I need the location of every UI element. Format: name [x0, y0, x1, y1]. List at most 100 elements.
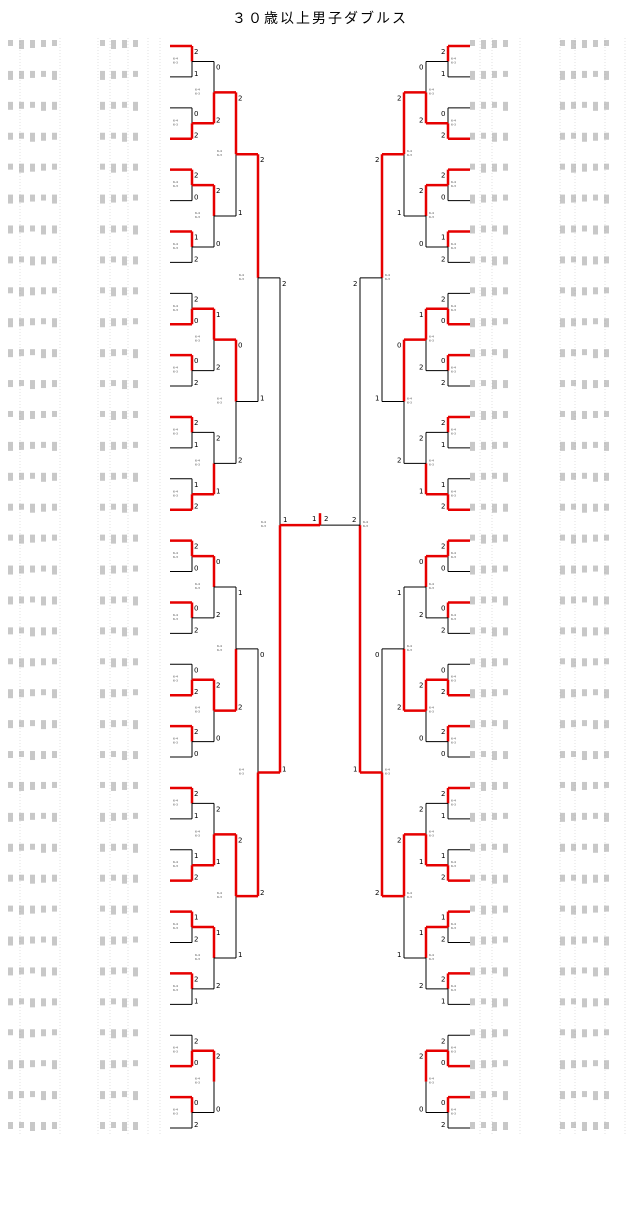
entry-name-mark [52, 256, 57, 264]
entry-name-mark [492, 689, 497, 697]
match-score: 2 [194, 48, 198, 56]
entry-name-mark [30, 720, 35, 727]
entry-name-mark [133, 287, 138, 295]
match-score: 2 [441, 728, 445, 736]
entry-name-mark [571, 627, 576, 634]
entry-name-mark [100, 998, 105, 1006]
match-score: 1 [194, 70, 198, 78]
entry-name-mark [133, 812, 138, 819]
match-score: 2 [397, 704, 401, 712]
entry-name-mark [8, 720, 13, 729]
entry-name-mark [604, 101, 609, 110]
entry-name-mark [100, 1122, 105, 1129]
match-score: 0 [375, 651, 379, 659]
entry-name-mark [604, 905, 609, 912]
match-score: 0 [441, 750, 445, 758]
set-score: 6-3 [451, 555, 456, 559]
entry-name-mark [503, 503, 508, 512]
match-score: 0 [441, 317, 445, 325]
match-score: 1 [397, 209, 401, 217]
entry-name-mark [503, 225, 508, 235]
match-score: 2 [216, 1053, 220, 1061]
entry-name-mark [481, 565, 486, 574]
entry-name-mark [30, 349, 35, 356]
match-score: 2 [216, 187, 220, 195]
set-score: 6-4 [451, 675, 456, 679]
entry-name-mark [503, 318, 508, 325]
match-score: 2 [441, 975, 445, 983]
entry-name-mark [100, 441, 105, 451]
entry-name-mark [492, 1029, 497, 1038]
entry-name-mark [571, 812, 576, 821]
entry-name-mark [8, 410, 13, 417]
entry-name-mark [41, 380, 46, 389]
entry-name-mark [560, 967, 565, 976]
match-score: 2 [441, 503, 445, 511]
entry-name-mark [41, 472, 46, 482]
match-score: 2 [194, 936, 198, 944]
entry-name-mark [560, 256, 565, 264]
entry-name-mark [571, 1122, 576, 1128]
match-score: 2 [216, 982, 220, 990]
entry-name-mark [503, 967, 508, 977]
entry-name-mark [52, 998, 57, 1006]
entry-name-mark [571, 689, 576, 698]
entry-name-mark [571, 256, 576, 263]
match-score: 1 [194, 481, 198, 489]
entry-name-mark [470, 720, 475, 729]
set-score: 6-4 [261, 520, 266, 524]
entry-name-mark [19, 225, 24, 233]
set-score: 6-3 [429, 957, 434, 961]
entry-name-mark [492, 472, 497, 479]
entry-name-mark [560, 689, 565, 699]
entry-name-mark [481, 905, 486, 915]
entry-name-mark [30, 70, 35, 78]
set-score: 6-3 [195, 586, 200, 590]
entry-name-mark [111, 874, 116, 881]
entry-name-mark [503, 472, 508, 482]
entry-name-mark [19, 1091, 24, 1099]
entry-name-mark [19, 843, 24, 851]
entry-name-mark [8, 225, 13, 234]
entry-name-mark [470, 101, 475, 110]
entry-name-mark [30, 503, 35, 513]
entry-name-mark [30, 905, 35, 914]
entry-name-mark [571, 936, 576, 945]
entry-name-mark [52, 534, 57, 541]
entry-name-mark [492, 627, 497, 637]
entry-name-mark [582, 225, 587, 232]
set-score: 6-3 [173, 864, 178, 868]
entry-name-mark [492, 596, 497, 603]
entry-name-mark [604, 812, 609, 822]
entry-name-mark [503, 1060, 508, 1067]
set-score: 6-3 [173, 617, 178, 621]
entry-name-mark [470, 1122, 475, 1129]
match-score: 2 [282, 280, 286, 288]
entry-name-mark [560, 503, 565, 511]
entry-name-mark [133, 781, 138, 789]
entry-name-mark [19, 534, 24, 544]
entry-name-mark [122, 720, 127, 727]
match-score: 1 [238, 951, 242, 959]
match-score: 1 [375, 395, 379, 403]
entry-name-mark [133, 503, 138, 512]
entry-name-mark [593, 380, 598, 389]
set-score: 6-4 [173, 1108, 178, 1112]
entry-name-mark [560, 534, 565, 541]
entry-name-mark [492, 936, 497, 944]
match-score: 0 [441, 357, 445, 365]
set-score: 6-3 [195, 957, 200, 961]
entry-name-mark [8, 658, 13, 665]
entry-name-mark [122, 998, 127, 1008]
set-score: 6-4 [429, 335, 434, 339]
entry-name-mark [604, 565, 609, 575]
entry-name-mark [111, 658, 116, 668]
set-score: 6-4 [363, 520, 368, 524]
match-score: 2 [397, 836, 401, 844]
entry-name-mark [52, 905, 57, 912]
set-score: 6-3 [407, 648, 412, 652]
match-score: 2 [441, 48, 445, 56]
entry-name-mark [52, 565, 57, 575]
entry-name-mark [100, 318, 105, 328]
match-score: 0 [419, 63, 423, 71]
